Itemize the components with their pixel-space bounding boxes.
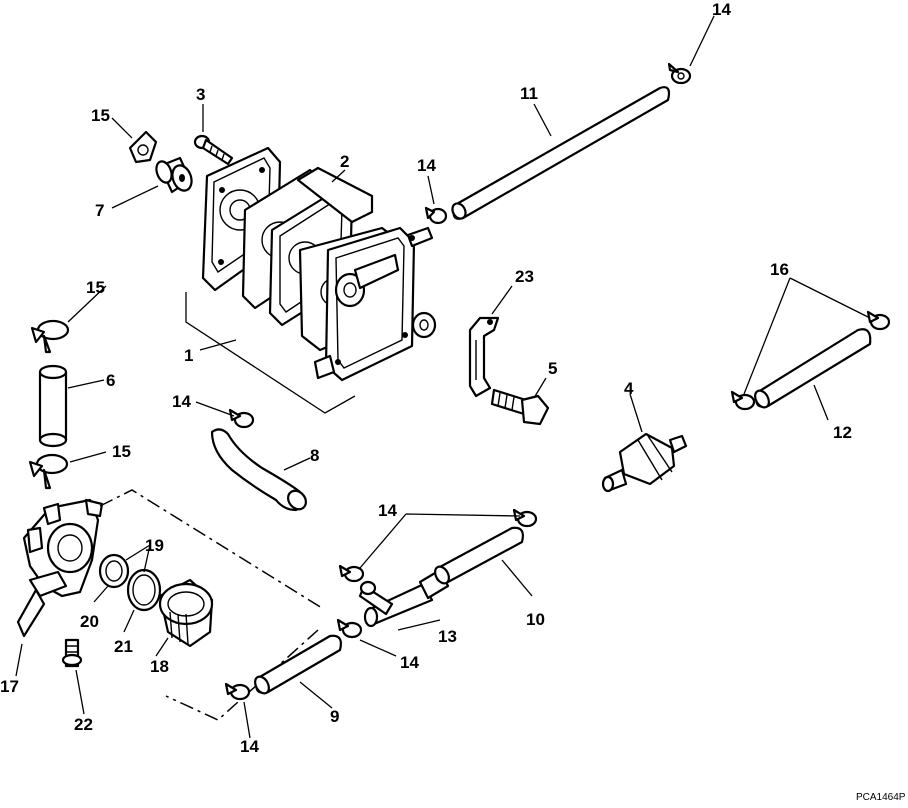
callout-6: 6 bbox=[106, 371, 115, 390]
callout-5: 5 bbox=[548, 359, 557, 378]
callout-15-top: 15 bbox=[91, 106, 110, 125]
part-14-clamp-9 bbox=[224, 682, 251, 701]
part-11-hose bbox=[451, 86, 671, 220]
callout-7: 7 bbox=[95, 201, 104, 220]
part-15-clamp-low bbox=[28, 453, 69, 490]
part-3-screw bbox=[193, 134, 234, 166]
callout-14-pump: 14 bbox=[417, 156, 436, 175]
callout-10: 10 bbox=[526, 610, 545, 629]
part-14-clamp-10b bbox=[338, 564, 365, 583]
callout-14-top: 14 bbox=[712, 0, 731, 19]
callout-1: 1 bbox=[184, 346, 193, 365]
callout-12: 12 bbox=[833, 423, 852, 442]
part-15-clamp-top bbox=[128, 130, 158, 164]
part-18-filter-bowl bbox=[158, 578, 214, 648]
part-5-bolt bbox=[490, 388, 550, 426]
part-6-hose bbox=[38, 364, 68, 448]
leader-lines bbox=[15, 15, 871, 739]
part-16-clamp-left bbox=[730, 390, 756, 411]
callout-2: 2 bbox=[340, 152, 349, 171]
callout-20: 20 bbox=[80, 612, 99, 631]
part-14-clamp-13 bbox=[336, 618, 363, 639]
part-15-clamp-mid bbox=[30, 319, 70, 354]
callout-22: 22 bbox=[74, 715, 93, 734]
callout-11: 11 bbox=[520, 84, 538, 103]
callout-18: 18 bbox=[150, 657, 169, 676]
part-23-bracket bbox=[468, 316, 500, 398]
part-1-fuel-pump-assembly bbox=[201, 146, 437, 382]
part-14-clamp-top bbox=[667, 62, 692, 85]
assembly-line-lower bbox=[99, 489, 323, 721]
callout-15-mid: 15 bbox=[86, 278, 105, 297]
part-13-t-fitting bbox=[358, 568, 450, 628]
part-21-gasket bbox=[126, 568, 162, 612]
part-1-bracket bbox=[185, 292, 356, 414]
part-22-screw bbox=[61, 638, 83, 668]
callout-3: 3 bbox=[196, 85, 205, 104]
callout-13: 13 bbox=[438, 627, 457, 646]
part-7-fitting bbox=[155, 156, 193, 194]
callout-14-9: 14 bbox=[240, 737, 259, 756]
callout-14-10: 14 bbox=[378, 501, 397, 520]
callout-14-13: 14 bbox=[400, 653, 419, 672]
callout-14-8: 14 bbox=[172, 392, 191, 411]
callout-23: 23 bbox=[515, 267, 534, 286]
callout-19: 19 bbox=[145, 536, 164, 555]
callout-17: 17 bbox=[0, 677, 19, 696]
part-8-hose bbox=[210, 428, 307, 512]
part-14-clamp-8 bbox=[228, 408, 255, 429]
part-4-fuel-filter bbox=[601, 432, 688, 493]
part-17-fuel-bowl-valve bbox=[16, 498, 104, 638]
reference-code: PCA1464P bbox=[856, 792, 906, 803]
part-9-hose bbox=[254, 634, 342, 695]
part-10-hose bbox=[434, 526, 524, 585]
part-16-clamp-right bbox=[866, 310, 891, 331]
callout-16: 16 bbox=[770, 260, 789, 279]
callout-9: 9 bbox=[330, 707, 339, 726]
callout-15-low: 15 bbox=[112, 442, 131, 461]
callout-21: 21 bbox=[114, 637, 133, 656]
callout-8: 8 bbox=[310, 446, 319, 465]
callout-4: 4 bbox=[624, 379, 634, 398]
part-14-clamp-pump bbox=[424, 206, 448, 225]
part-20-seal bbox=[98, 553, 130, 589]
part-12-hose bbox=[754, 328, 872, 409]
part-14-clamp-10a bbox=[512, 508, 538, 528]
